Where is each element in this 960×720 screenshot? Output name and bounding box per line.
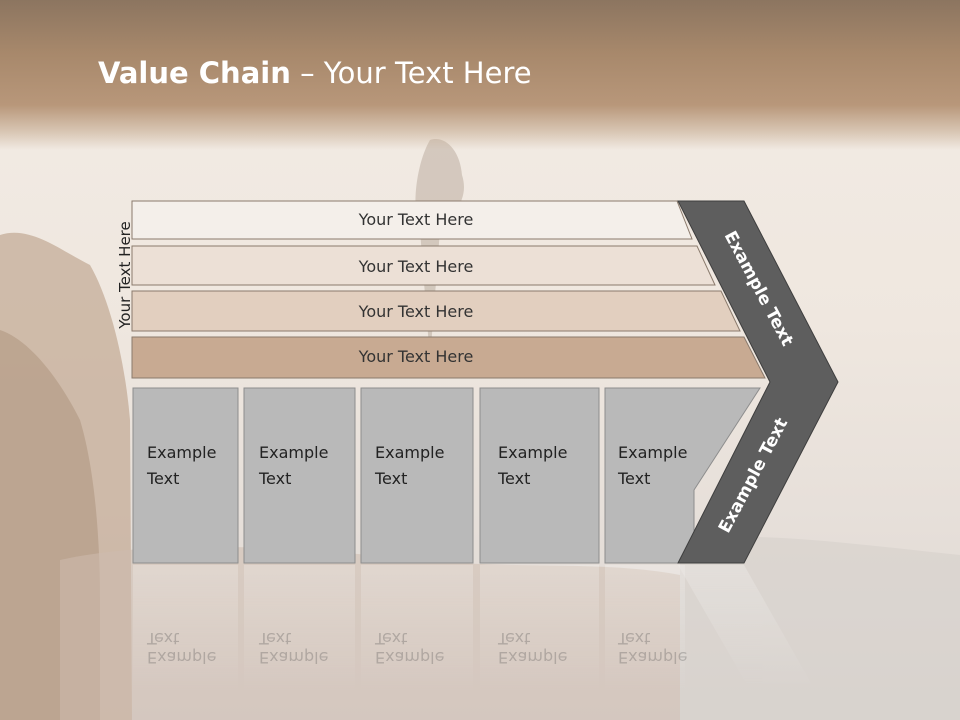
box-1[interactable]: Example Text: [132, 387, 239, 564]
reflection-text: Text: [146, 629, 179, 648]
box-3[interactable]: Example Text: [360, 387, 474, 564]
box-2-shape[interactable]: [243, 387, 356, 564]
bar-3-shape[interactable]: [131, 290, 741, 332]
box-5-line2: Text: [617, 469, 650, 488]
box-5-shape[interactable]: [604, 387, 761, 564]
reflection-text: Text: [374, 629, 407, 648]
box-4-line2: Text: [497, 469, 530, 488]
bar-2-shape[interactable]: [131, 245, 716, 286]
reflection-text: Text: [258, 629, 291, 648]
box-3-shape[interactable]: [360, 387, 474, 564]
reflection-text: Text: [497, 629, 530, 648]
box-3-line2: Text: [374, 469, 407, 488]
reflection-text: Example: [375, 648, 444, 667]
reflection-text: Example: [618, 648, 687, 667]
box-5-line1: Example: [618, 443, 687, 462]
header-band: [0, 0, 960, 150]
box-1-line2: Text: [146, 469, 179, 488]
reflection-text: Example: [259, 648, 328, 667]
box-5[interactable]: Example Text: [604, 387, 761, 564]
bar-2[interactable]: Your Text Here: [131, 245, 716, 286]
box-2[interactable]: Example Text: [243, 387, 356, 564]
box-4-line1: Example: [498, 443, 567, 462]
chevron-arrow[interactable]: Example Text Example Text: [677, 200, 839, 564]
chevron-shape[interactable]: [677, 200, 839, 564]
bar-4-shape[interactable]: [131, 336, 766, 379]
bar-4-label: Your Text Here: [358, 347, 474, 366]
diagram-reflection: Example Text Example Text Example Text E…: [133, 565, 815, 695]
box-2-line1: Example: [259, 443, 328, 462]
box-2-line2: Text: [258, 469, 291, 488]
bar-2-label: Your Text Here: [358, 257, 474, 276]
box-4[interactable]: Example Text: [479, 387, 600, 564]
box-1-line1: Example: [147, 443, 216, 462]
reflection-text: Example: [147, 648, 216, 667]
box-1-shape[interactable]: [132, 387, 239, 564]
bar-4[interactable]: Your Text Here: [131, 336, 766, 379]
bar-1-shape[interactable]: [131, 200, 693, 240]
bar-1[interactable]: Your Text Here: [131, 200, 693, 240]
slide-title: Value Chain – Your Text Here: [98, 56, 532, 90]
reflection-text: Text: [617, 629, 650, 648]
box-4-shape[interactable]: [479, 387, 600, 564]
bar-3-label: Your Text Here: [358, 302, 474, 321]
reflection-text: Example: [498, 648, 567, 667]
box-3-line1: Example: [375, 443, 444, 462]
bar-1-label: Your Text Here: [358, 210, 474, 229]
bar-3[interactable]: Your Text Here: [131, 290, 741, 332]
